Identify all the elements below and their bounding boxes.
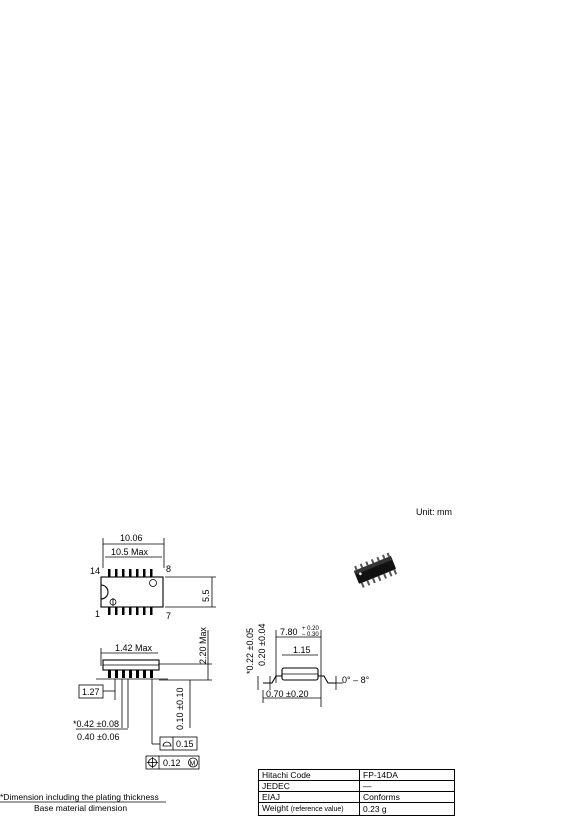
dim-foot: 0.70 ±0.20	[266, 689, 308, 699]
index-mark-circle	[149, 579, 157, 587]
pin-label-1: 1	[95, 609, 100, 619]
bottom-pins	[108, 607, 153, 615]
pin-label-14: 14	[90, 566, 100, 576]
dim-angle: 0° – 8°	[342, 675, 370, 685]
info-key: Hitachi Code	[258, 769, 360, 781]
mmc-icon	[188, 757, 198, 768]
footnote-plated: *Dimension including the plating thickne…	[0, 792, 159, 802]
tol-position: 0.12	[163, 758, 181, 768]
package-3d-illustration	[353, 552, 398, 588]
lead-left	[263, 675, 282, 684]
info-key: Weight	[262, 803, 289, 813]
dim-span-tol-plus: + 0.20	[302, 626, 320, 632]
dim-lead-span-max: 1.42 Max	[115, 643, 153, 653]
table-row: JEDEC —	[258, 780, 455, 792]
tol-flatness: 0.15	[176, 739, 194, 749]
dim-width-outer: 10.06	[120, 533, 143, 543]
dim-lead-len: 1.15	[293, 645, 311, 655]
info-value: —	[359, 780, 455, 792]
side-view: 2.20 Max 1.42 Max 1.27 0.10 ±0.10 *	[73, 626, 212, 770]
pitch-box	[78, 684, 104, 699]
dim-span: 7.80	[280, 627, 298, 637]
flatness-icon	[162, 741, 172, 747]
info-key: EIAJ	[258, 791, 360, 803]
pin1-notch	[100, 584, 109, 600]
dim-height-max: 2.20 Max	[198, 626, 208, 664]
footnote-base: Base material dimension	[34, 803, 127, 813]
pin-label-7: 7	[166, 611, 171, 621]
package-info-table: Hitachi Code FP-14DA JEDEC — EIAJ Confor…	[258, 769, 455, 816]
dim-width-max: 10.5 Max	[111, 547, 149, 557]
dim-lead-width-base: 0.40 ±0.06	[77, 732, 119, 742]
info-key: JEDEC	[258, 780, 360, 792]
info-value: Conforms	[359, 791, 455, 803]
dim-pitch: 1.27	[82, 687, 100, 697]
top-pins	[108, 569, 153, 577]
package-body-top	[100, 576, 164, 608]
table-row: EIAJ Conforms	[258, 791, 455, 803]
unit-label: Unit: mm	[416, 507, 452, 517]
dim-lead-width-plated: *0.42 ±0.08	[73, 719, 119, 729]
dim-thk-base: 0.20 ±0.04	[257, 624, 267, 666]
info-value: FP-14DA	[359, 769, 455, 781]
dim-height: 5.5	[201, 589, 211, 602]
dim-span-tol-minus: – 0.30	[302, 632, 319, 638]
end-view: *0.22 ±0.05 0.20 ±0.04 7.80 + 0.20 – 0.3…	[245, 624, 370, 707]
dim-standoff: 0.10 ±0.10	[175, 688, 185, 730]
table-row: Hitachi Code FP-14DA	[258, 769, 455, 781]
svg-text:M: M	[190, 761, 196, 768]
position-frame	[145, 755, 200, 770]
dim-thk-plated: *0.22 ±0.05	[245, 628, 255, 674]
pin-label-8: 8	[166, 564, 171, 574]
info-key-suffix: (reference value)	[290, 806, 344, 813]
flatness-frame	[159, 736, 198, 751]
top-view: 10.06 10.5 Max 1	[90, 533, 216, 621]
side-leads	[108, 670, 153, 678]
